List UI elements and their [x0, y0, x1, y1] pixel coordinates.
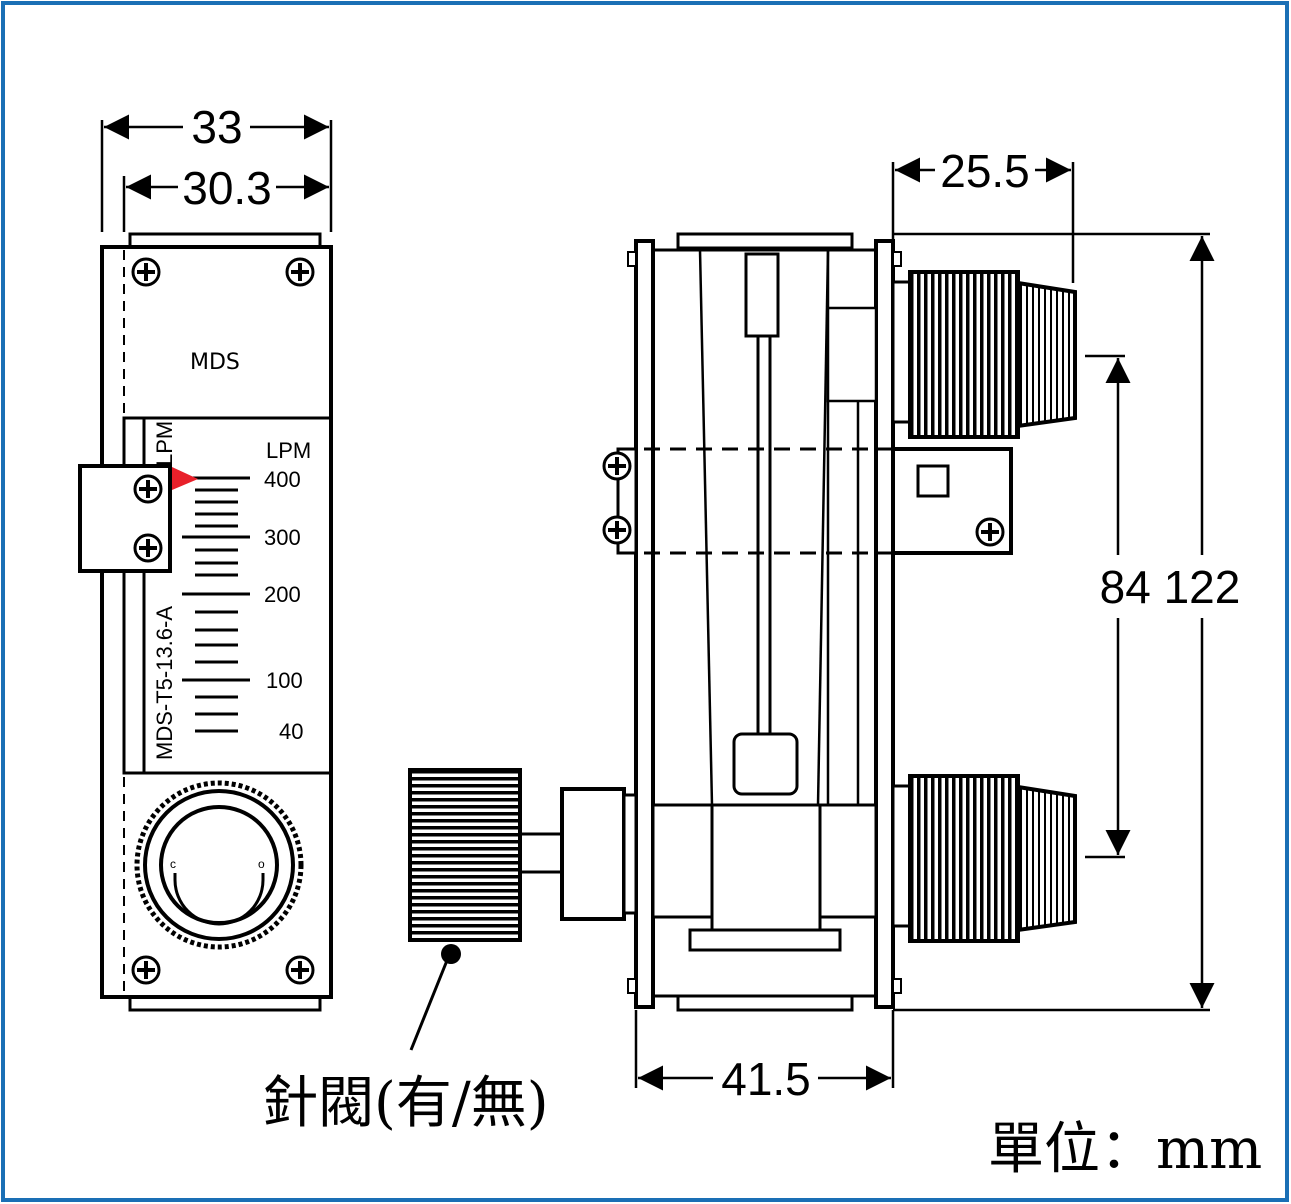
flow-pointer	[172, 467, 198, 490]
needle-valve-callout: 針閥(有/無)	[262, 1071, 549, 1136]
float	[732, 732, 799, 796]
top-fitting-nut	[908, 270, 1020, 439]
screw-icon	[602, 451, 632, 481]
unit-label: LPM	[266, 438, 311, 463]
callout-leader	[409, 957, 450, 1051]
side-unit-label: LPM	[152, 421, 177, 466]
side-plate-right	[874, 239, 895, 1009]
units-note: 單位：mm	[988, 1117, 1262, 1182]
screw-icon	[131, 257, 161, 287]
tick-label-200: 200	[264, 582, 301, 607]
front-view	[78, 232, 333, 1012]
tick-label-400: 400	[264, 467, 301, 492]
needle-valve-knob	[408, 768, 522, 942]
screw-icon	[285, 257, 315, 287]
brand-label: MDS	[190, 350, 240, 375]
screw-icon	[133, 474, 163, 504]
front-dimensions	[100, 114, 333, 232]
tick-label-100: 100	[266, 668, 303, 693]
model-label: MDS-T5-13.6-A	[152, 606, 177, 760]
dim-depth-body: 41.5	[721, 1053, 811, 1105]
dim-depth-fitting: 25.5	[940, 145, 1030, 197]
side-dimensions	[634, 157, 1215, 1091]
tick-label-40: 40	[279, 719, 303, 744]
side-view	[408, 232, 1077, 1012]
bottom-fitting-nut	[908, 774, 1020, 943]
tick-label-300: 300	[264, 525, 301, 550]
screw-icon	[131, 955, 161, 985]
valve-open-mark: o	[258, 857, 265, 871]
screw-icon	[133, 533, 163, 563]
valve-close-mark: c	[170, 857, 176, 871]
screw-icon	[285, 955, 315, 985]
dim-width-outer: 33	[191, 101, 242, 153]
dim-width-inner: 30.3	[182, 162, 272, 214]
side-plate-left	[634, 239, 655, 1009]
callout-dot	[441, 944, 461, 964]
screw-icon	[602, 515, 632, 545]
screw-icon	[975, 517, 1005, 547]
dim-height: 84 122	[1100, 561, 1241, 613]
